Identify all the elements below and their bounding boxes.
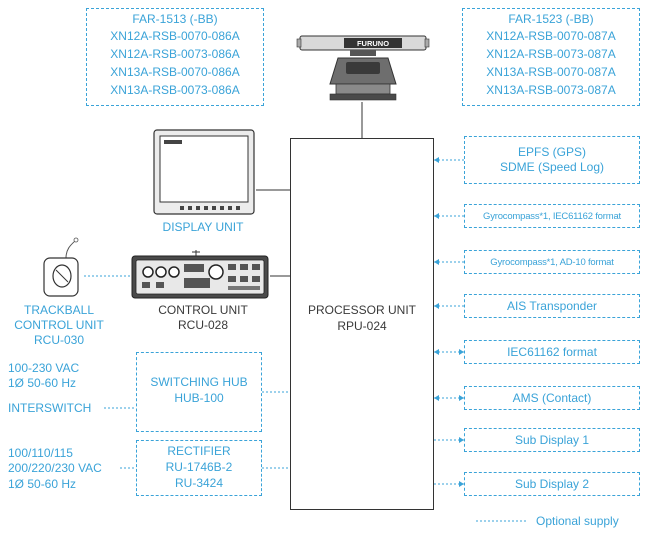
epfs-label: EPFS (GPS) <box>517 145 586 159</box>
far1513-model-1: XN12A-RSB-0070-086A <box>110 29 240 43</box>
far1523-model-2: XN12A-RSB-0073-087A <box>486 47 616 61</box>
rectifier-power-line-3: 1Ø 50-60 Hz <box>8 477 77 491</box>
rectifier-power-line-2: 200/220/230 VAC <box>8 461 102 475</box>
trackball-unit-model: RCU-030 <box>33 333 84 347</box>
switching-hub-label: SWITCHING HUB <box>150 375 248 389</box>
display-unit-monitor <box>153 129 255 215</box>
gyrocompass-iec-box: Gyrocompass*1, IEC61162 format <box>464 204 640 228</box>
epfs-sdme-box: EPFS (GPS) SDME (Speed Log) <box>464 136 640 184</box>
far1523-model-4: XN13A-RSB-0073-087A <box>486 83 616 97</box>
trackball-unit-label-1: TRACKBALL <box>23 303 95 317</box>
iec61162-box: IEC61162 format <box>464 340 640 364</box>
processor-unit-box <box>290 138 434 510</box>
hub-interswitch-label: INTERSWITCH <box>8 401 92 415</box>
sdme-label: SDME (Speed Log) <box>499 160 605 174</box>
rectifier-label: RECTIFIER <box>167 444 231 458</box>
legend-optional-supply: Optional supply <box>536 514 619 528</box>
far1523-title: FAR-1523 (-BB) <box>508 12 594 26</box>
rectifier-model-2: RU-3424 <box>174 476 224 490</box>
far1523-model-box <box>462 8 640 106</box>
far1513-model-3: XN13A-RSB-0070-086A <box>110 65 240 79</box>
control-unit-model: RCU-028 <box>177 318 228 332</box>
far1513-title: FAR-1513 (-BB) <box>132 12 218 26</box>
ams-contact-label: AMS (Contact) <box>512 390 592 405</box>
rectifier-power-line-1: 100/110/115 <box>8 446 73 460</box>
processor-unit-model: RPU-024 <box>337 319 387 333</box>
rectifier-model-1: RU-1746B-2 <box>165 460 233 474</box>
antenna-unit: FURUNO <box>296 35 430 101</box>
gyrocompass-ad10-box: Gyrocompass*1, AD-10 format <box>464 250 640 274</box>
far1513-model-4: XN13A-RSB-0073-086A <box>110 83 240 97</box>
gyrocompass-ad10-label: Gyrocompass*1, AD-10 format <box>490 256 614 268</box>
ams-contact-box: AMS (Contact) <box>464 386 640 410</box>
iec61162-label: IEC61162 format <box>507 344 597 359</box>
trackball-unit-icon <box>43 237 79 297</box>
gyrocompass-iec-label: Gyrocompass*1, IEC61162 format <box>483 210 621 222</box>
trackball-unit-label-2: CONTROL UNIT <box>14 318 104 332</box>
switching-hub-box <box>136 352 262 432</box>
antenna-brand-logo: FURUNO <box>357 39 389 48</box>
sub-display-1-label: Sub Display 1 <box>514 432 590 447</box>
rectifier-box <box>136 440 262 496</box>
ais-transponder-label: AIS Transponder <box>506 298 598 313</box>
hub-power-line-2: 1Ø 50-60 Hz <box>8 376 77 390</box>
far1513-model-box <box>86 8 264 106</box>
far1523-model-3: XN13A-RSB-0070-087A <box>486 65 616 79</box>
far1513-model-2: XN12A-RSB-0073-086A <box>110 47 240 61</box>
sub-display-2-label: Sub Display 2 <box>514 476 590 491</box>
control-unit-panel <box>131 250 269 299</box>
display-unit-label: DISPLAY UNIT <box>162 220 244 234</box>
far1523-model-1: XN12A-RSB-0070-087A <box>486 29 616 43</box>
sub-display-1-box: Sub Display 1 <box>464 428 640 452</box>
processor-unit-label: PROCESSOR UNIT <box>307 303 416 317</box>
ais-transponder-box: AIS Transponder <box>464 294 640 318</box>
hub-power-line-1: 100-230 VAC <box>8 361 80 375</box>
control-unit-label: CONTROL UNIT <box>158 303 248 317</box>
switching-hub-model: HUB-100 <box>174 391 224 405</box>
sub-display-2-box: Sub Display 2 <box>464 472 640 496</box>
